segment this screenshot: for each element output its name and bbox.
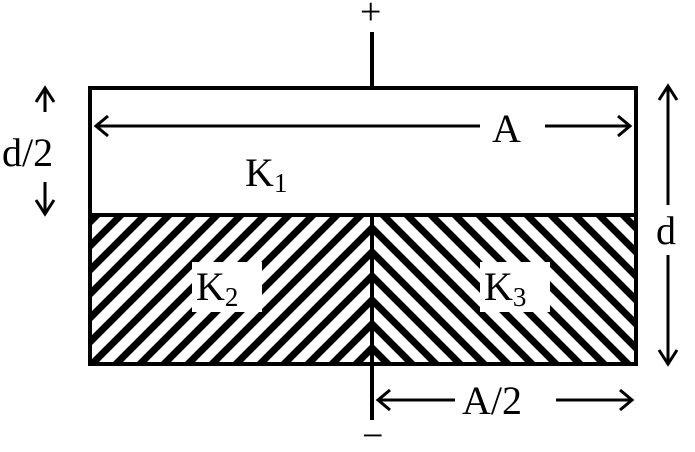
svg-text:K2: K2 <box>196 264 238 312</box>
capacitor-outline <box>88 86 638 366</box>
full-thickness-arrow <box>657 83 679 367</box>
dielectric-k2-label: K2 <box>192 262 262 312</box>
k1-symbol: K <box>245 150 274 195</box>
dielectric-k1-label: K1 <box>245 150 287 198</box>
svg-text:K3: K3 <box>484 264 526 312</box>
half-thickness-label: d/2 <box>2 130 53 175</box>
half-area-label: A/2 <box>462 378 522 423</box>
dielectric-k3-label: K3 <box>480 262 550 312</box>
svg-text:K1: K1 <box>245 150 287 198</box>
full-thickness-label: d <box>656 208 676 253</box>
half-area-arrow <box>375 388 635 412</box>
k2-symbol: K <box>196 264 225 309</box>
k3-symbol: K <box>484 264 513 309</box>
k3-index: 3 <box>513 282 527 312</box>
area-dimension-arrow <box>93 114 633 138</box>
negative-terminal-label: − <box>362 415 383 452</box>
half-thickness-arrow <box>34 85 56 217</box>
area-label: A <box>492 106 521 151</box>
k2-index: 2 <box>225 282 239 312</box>
positive-terminal-label: + <box>360 0 381 33</box>
k1-index: 1 <box>274 168 288 198</box>
